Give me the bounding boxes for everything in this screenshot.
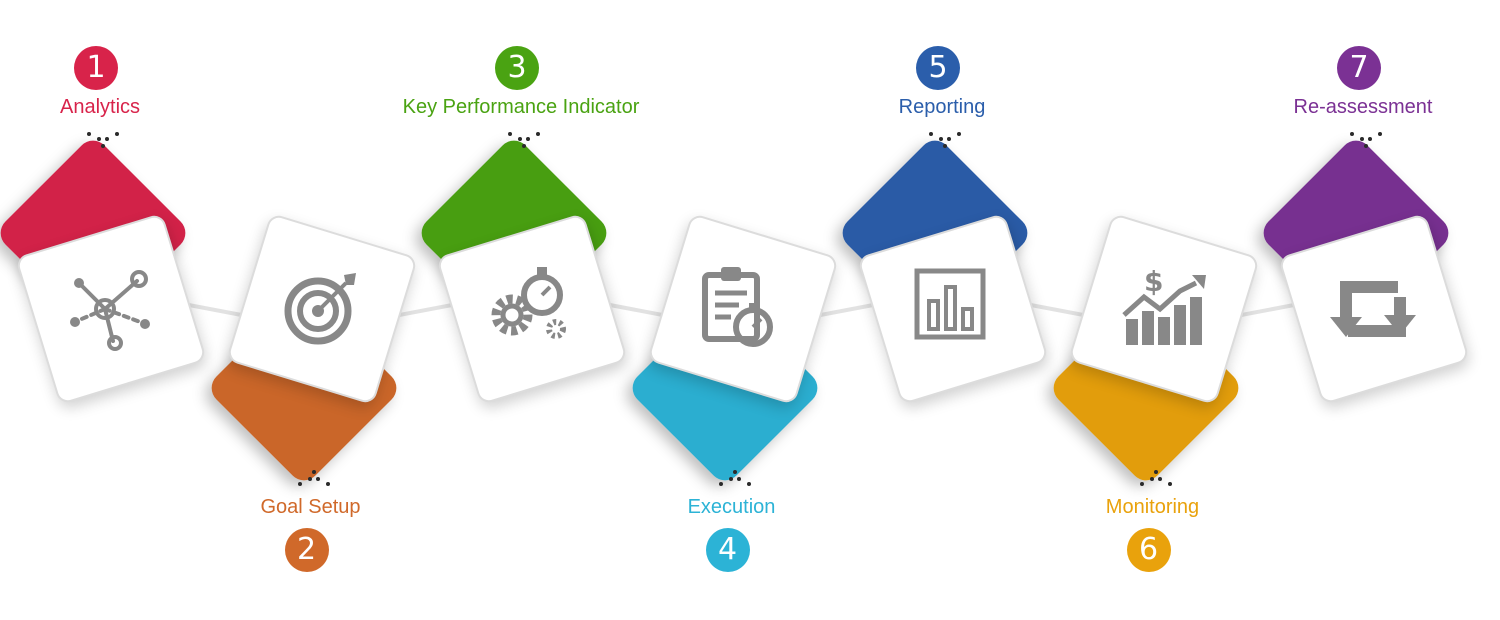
bar-chart-icon	[897, 253, 1007, 363]
step-number-badge: 4	[705, 528, 750, 572]
step-2: 2 Goal Setup	[204, 0, 441, 620]
step-4: 4 Execution	[625, 0, 862, 620]
dotted-pointer	[81, 128, 121, 148]
dotted-pointer	[1344, 128, 1384, 148]
step-label: Monitoring	[1105, 496, 1200, 518]
network-icon	[55, 253, 165, 363]
step-number-badge: 1	[74, 46, 118, 90]
step-label: Key Performance Indicator	[402, 96, 640, 118]
step-number-badge: 2	[284, 528, 329, 572]
step-number-badge: 7	[1337, 46, 1381, 90]
clipboard-stopwatch-icon	[687, 253, 797, 363]
dotted-pointer	[1134, 468, 1174, 488]
step-label: Execution	[687, 496, 776, 518]
step-number-badge: 3	[495, 46, 539, 90]
dotted-pointer	[502, 128, 542, 148]
dotted-pointer	[292, 468, 332, 488]
repeat-icon	[1318, 253, 1428, 363]
svg-text:$: $	[1144, 265, 1163, 298]
growth-chart-icon: $	[1108, 253, 1218, 363]
gears-stopwatch-icon	[476, 253, 586, 363]
target-icon	[266, 253, 376, 363]
step-number-badge: 5	[916, 46, 960, 90]
dotted-pointer	[923, 128, 963, 148]
step-label: Analytics	[59, 96, 141, 118]
step-label: Goal Setup	[260, 496, 361, 518]
step-label: Re-assessment	[1293, 96, 1433, 118]
step-6: $6 Monitoring	[1046, 0, 1283, 620]
step-label: Reporting	[898, 96, 986, 118]
dotted-pointer	[713, 468, 753, 488]
step-number-badge: 6	[1126, 528, 1171, 572]
